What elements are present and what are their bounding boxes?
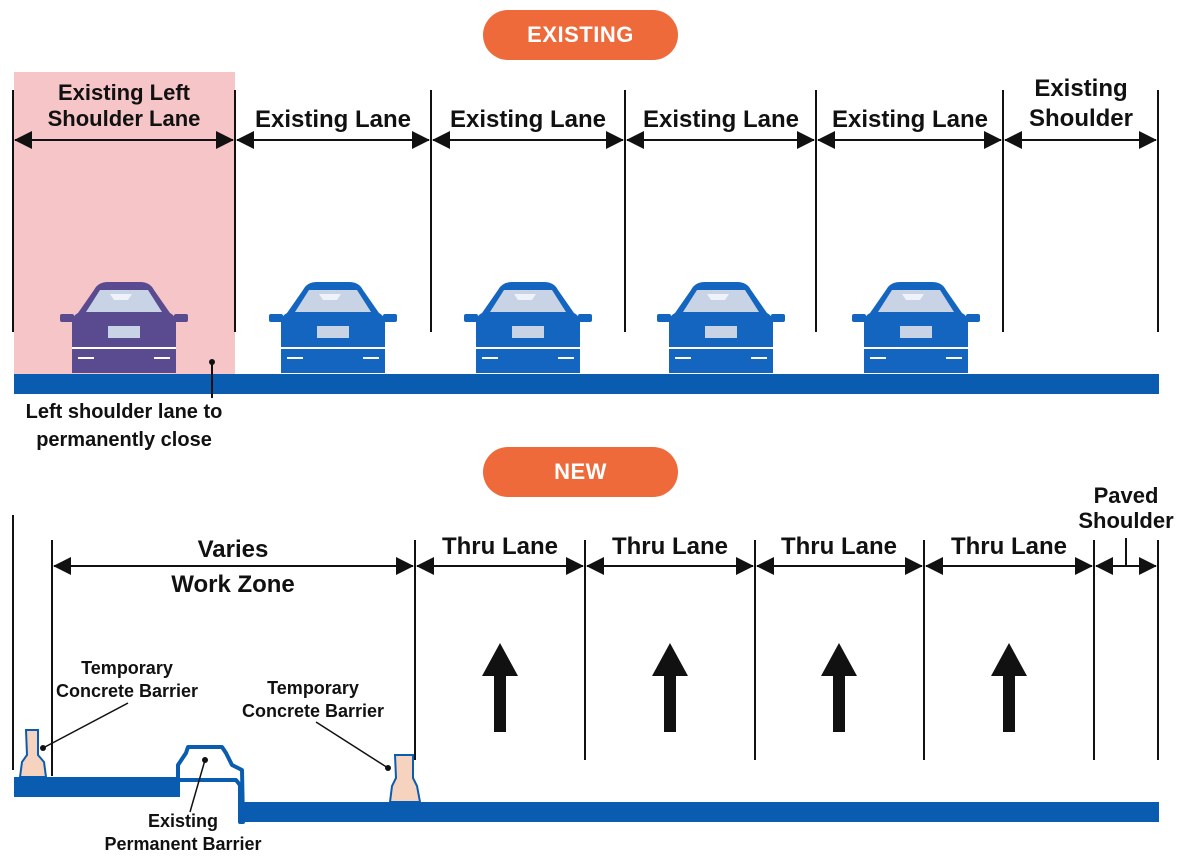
existing-shoulder-label-1: Existing	[1034, 75, 1127, 102]
existing-callout-line-2: permanently close	[36, 429, 212, 451]
existing-callout-line-1: Left shoulder lane to	[26, 401, 223, 423]
existing-left-shoulder-label-1: Existing Left	[58, 80, 191, 105]
temp-barrier-mid-label-2: Concrete Barrier	[242, 701, 384, 721]
new-roadway-main	[243, 802, 1159, 822]
temp-barrier-left-label-1: Temporary	[81, 658, 173, 678]
temporary-barrier-left	[18, 729, 48, 778]
car-lane-3	[656, 281, 786, 374]
up-arrow-icon	[482, 643, 518, 732]
new-badge: NEW	[483, 447, 678, 497]
car-lane-2	[463, 281, 593, 374]
perm-barrier-label-2: Permanent Barrier	[104, 834, 261, 854]
existing-roadway	[14, 374, 1159, 394]
existing-badge: EXISTING	[483, 10, 678, 60]
new-lane-lines	[12, 515, 1159, 776]
existing-left-shoulder-label-2: Shoulder Lane	[48, 106, 201, 131]
temp-barrier-left-label-2: Concrete Barrier	[56, 681, 198, 701]
temp-barrier-mid-label-1: Temporary	[267, 678, 359, 698]
existing-lane-label-2: Existing Lane	[450, 106, 606, 133]
up-arrow-icon	[991, 643, 1027, 732]
paved-shoulder-label-1: Paved	[1094, 483, 1159, 508]
existing-permanent-barrier	[176, 745, 245, 824]
perm-barrier-label-1: Existing	[148, 811, 218, 831]
existing-callout-dot	[209, 359, 215, 365]
varies-label: Varies	[198, 536, 269, 563]
paved-shoulder-label-2: Shoulder	[1078, 508, 1174, 533]
temporary-barrier-mid	[388, 754, 422, 803]
thru-lane-label-2: Thru Lane	[612, 533, 728, 560]
up-arrow-icon	[821, 643, 857, 732]
thru-lane-arrows	[482, 643, 1027, 732]
existing-shoulder-label-2: Shoulder	[1029, 105, 1133, 132]
existing-lane-label-1: Existing Lane	[255, 106, 411, 133]
thru-lane-label-4: Thru Lane	[951, 533, 1067, 560]
new-roadway-lower	[14, 777, 178, 797]
car-lane-4	[851, 281, 981, 374]
existing-lane-label-4: Existing Lane	[832, 106, 988, 133]
new-callout-leaders	[40, 702, 391, 813]
existing-lane-lines	[12, 90, 1159, 332]
car-lane-1	[268, 281, 398, 374]
thru-lane-label-1: Thru Lane	[442, 533, 558, 560]
up-arrow-icon	[652, 643, 688, 732]
work-zone-label: Work Zone	[171, 571, 295, 598]
thru-lane-label-3: Thru Lane	[781, 533, 897, 560]
existing-lane-label-3: Existing Lane	[643, 106, 799, 133]
new-dimension-arrows	[53, 538, 1157, 575]
